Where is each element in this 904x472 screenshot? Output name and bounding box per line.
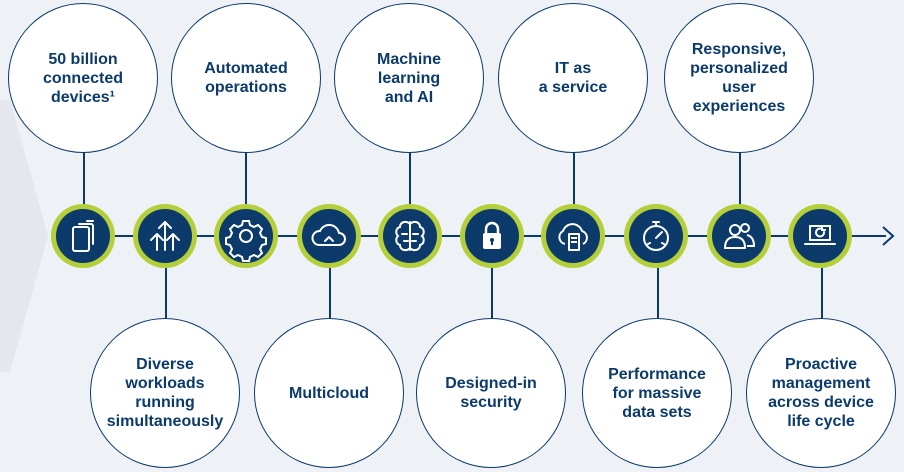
top-bubble-2: Automated operations [171,3,321,153]
top-stem-5 [739,152,741,204]
bottom-bubble-5: Proactive management across device life … [746,318,896,468]
brain-icon [395,220,425,252]
bottom-stem-3 [491,268,493,318]
top-stem-2 [245,152,247,204]
top-stem-3 [409,152,411,204]
top-bubble-1: 50 billion connected devices¹ [8,3,158,153]
node-7 [541,204,605,268]
top-bubble-label-4: IT as a service [538,60,608,96]
stopwatch-icon [643,221,669,251]
node-2 [133,204,197,268]
bottom-stem-4 [657,268,659,318]
users-icon [723,223,756,249]
node-1 [51,204,115,268]
node-5 [378,204,442,268]
bottom-stem-1 [165,268,167,318]
laptop-refresh-icon [804,225,836,245]
bottom-bubble-label-5: Proactive management across device life … [768,356,874,430]
cloud-upload-icon [311,223,346,246]
top-bubble-5: Responsive, personalized user experience… [664,3,814,153]
bottom-bubble-4: Performance for massive data sets [582,318,732,468]
bottom-bubble-2: Multicloud [254,318,404,468]
bottom-stem-2 [329,268,331,318]
top-bubble-label-1: 50 billion connected devices¹ [42,50,123,106]
top-bubble-label-5: Responsive, personalized user experience… [690,41,788,115]
node-4 [297,204,361,268]
gear-icon [225,220,267,262]
cloud-server-icon [558,223,588,251]
top-bubble-label-2: Automated operations [204,60,288,96]
lock-icon [483,221,501,249]
node-6 [460,204,524,268]
bottom-stem-5 [821,268,823,318]
top-bubble-3: Machine learning and AI [334,3,484,153]
node-3 [214,204,278,268]
node-10 [788,204,852,268]
bottom-bubble-label-4: Performance for massive data sets [608,365,706,421]
top-bubble-label-3: Machine learning and AI [376,50,441,106]
diverse-arrows-icon [150,221,180,251]
bottom-bubble-label-1: Diverse workloads running simultaneously [106,356,224,430]
node-9 [707,204,771,268]
node-8 [624,204,688,268]
bottom-bubble-3: Designed-in security [416,318,566,468]
top-stem-4 [573,152,575,204]
bottom-bubble-label-3: Designed-in security [445,375,537,411]
bottom-bubble-1: Diverse workloads running simultaneously [90,318,240,468]
top-bubble-4: IT as a service [498,3,648,153]
top-stem-1 [83,152,85,204]
bottom-bubble-label-2: Multicloud [289,384,369,402]
devices-icon [72,220,94,252]
